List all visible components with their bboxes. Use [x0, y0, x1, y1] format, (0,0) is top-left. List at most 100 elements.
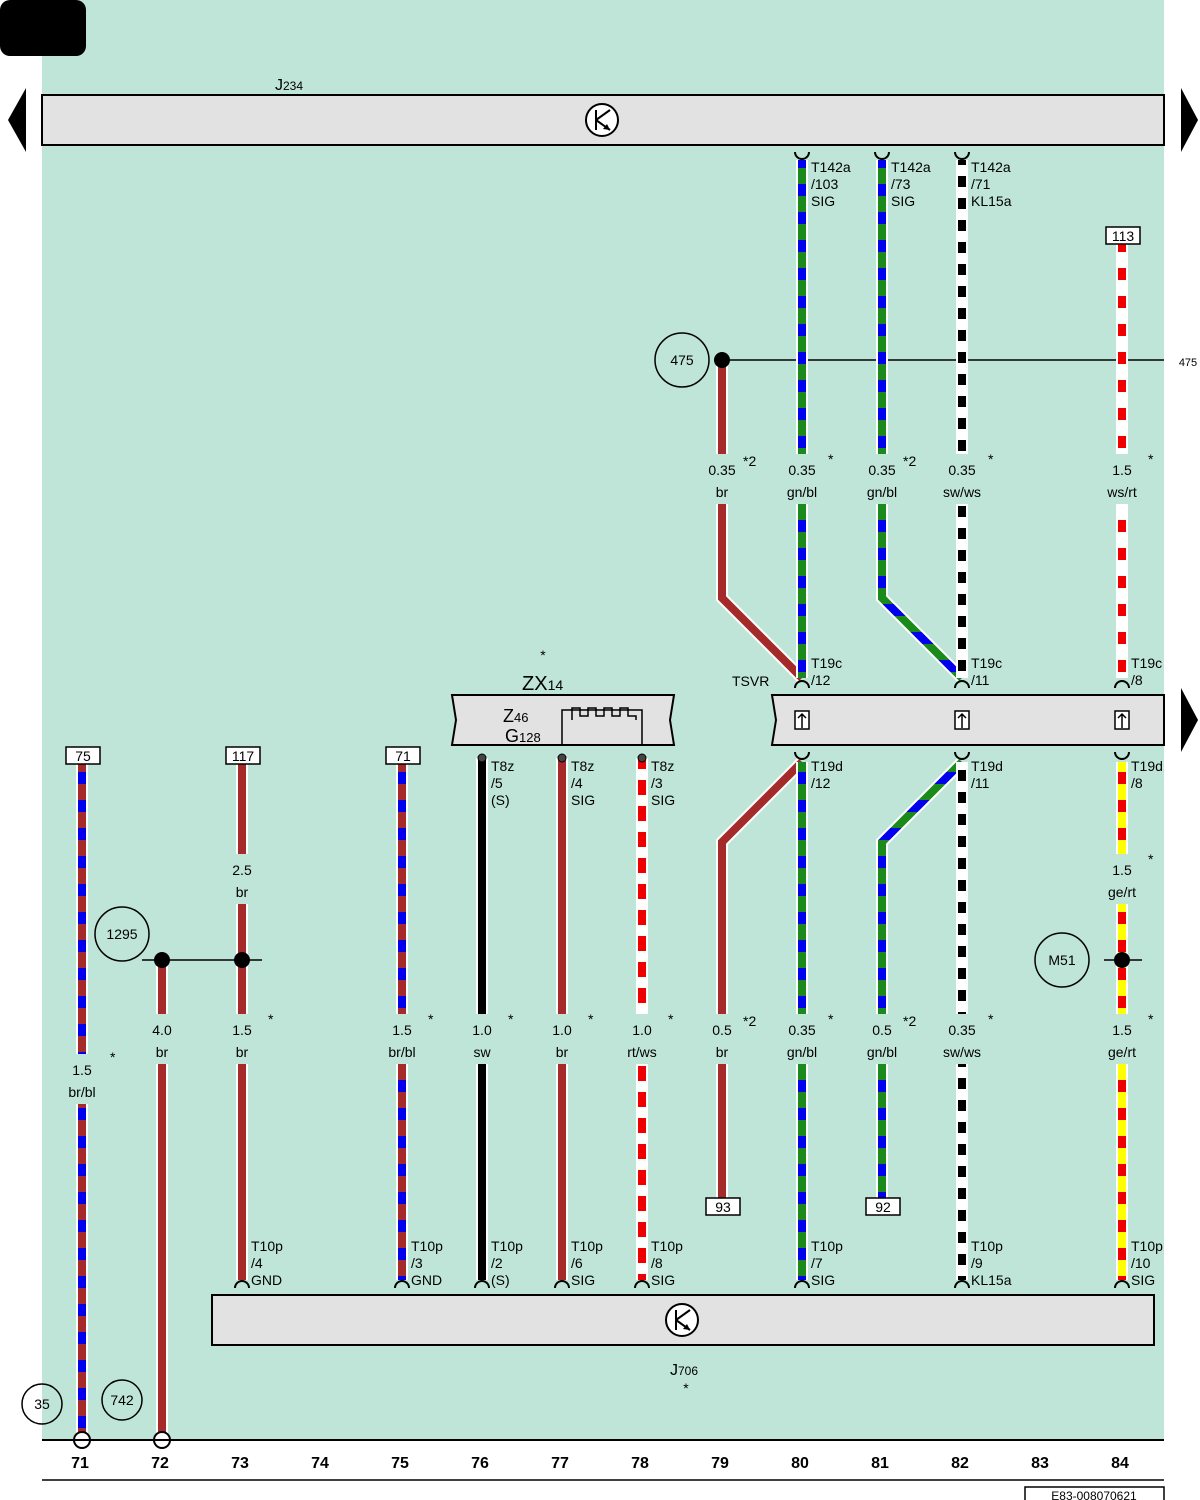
splice-dot	[1114, 952, 1130, 968]
wire-84a-color: ws/rt	[1106, 484, 1137, 500]
g128-label: G128	[505, 726, 541, 746]
ref-circle-1295[interactable]	[94, 906, 150, 962]
wire-79a-star: *2	[743, 453, 756, 469]
wire-80b-color: gn/bl	[787, 1044, 817, 1060]
ref-m51-label: M51	[1048, 952, 1075, 968]
wire-82a-color: sw/ws	[943, 484, 981, 500]
pin-t19c-8: T19c/8	[1131, 655, 1162, 688]
ref-box-75[interactable]: 75	[75, 748, 91, 764]
wire-82a-star: *	[988, 451, 994, 467]
doc-id: E83-008070621	[1051, 1489, 1137, 1500]
ref-box-117[interactable]: 117	[232, 748, 255, 764]
connector-socket-icon	[794, 710, 1130, 730]
heater-element-icon	[561, 707, 643, 745]
ref-circle-742[interactable]	[101, 1379, 143, 1421]
wire-80a-size: 0.35	[788, 462, 815, 478]
column-number: 81	[871, 1455, 889, 1472]
ref-475-edge: 475	[1179, 357, 1197, 369]
zx14-star: *	[540, 647, 546, 663]
wire-72-size: 4.0	[152, 1022, 172, 1038]
ref-circle-475[interactable]	[654, 332, 710, 388]
column-number: 79	[711, 1455, 729, 1472]
wire-79-lower-fill	[718, 759, 805, 1198]
triangle-right-icon[interactable]	[1181, 88, 1198, 152]
ref-boxes	[65, 226, 1141, 1216]
wire-76-color: sw	[473, 1044, 491, 1060]
pin-t8z-5: T8z/5(S)	[491, 758, 514, 808]
wire-78-size: 1.0	[632, 1022, 652, 1038]
z46-label: Z46	[503, 706, 528, 726]
ref-box-71[interactable]: 71	[395, 748, 411, 764]
zx14-label: ZX14	[522, 673, 563, 695]
ref-475-label: 475	[670, 352, 694, 368]
wire-78-star: *	[668, 1011, 674, 1027]
wire-82b-size: 0.35	[948, 1022, 975, 1038]
wire-73a-color: br	[236, 884, 249, 900]
column-number: 83	[1031, 1455, 1049, 1472]
wire-73b-color: br	[236, 1044, 249, 1060]
wire-77-star: *	[588, 1011, 594, 1027]
wire-labels: 1.5 br/bl * 4.0 br 2.5 br 1.5 br * 1.5 b…	[68, 451, 1154, 1100]
triangle-left-icon[interactable]	[8, 88, 26, 152]
column-number: 82	[951, 1455, 969, 1472]
wires	[76, 160, 1128, 1434]
wire-82b-star: *	[988, 1011, 994, 1027]
pin-t19d-8: T19d/8	[1131, 758, 1163, 791]
j706-star: *	[683, 1380, 689, 1396]
wire-80a-color: gn/bl	[787, 484, 817, 500]
j234-label: J234	[275, 77, 303, 94]
wire-84c-size: 1.5	[1112, 1022, 1132, 1038]
ref-circle-35[interactable]	[21, 1383, 63, 1425]
wire-72-color: br	[156, 1044, 169, 1060]
wire-81a-star: *2	[903, 453, 916, 469]
pin-arcs	[234, 151, 1130, 1289]
wire-82b-color: sw/ws	[943, 1044, 981, 1060]
ref-box-113[interactable]: 113	[1112, 228, 1135, 244]
pin-dot-icon	[637, 753, 647, 763]
wire-75-star: *	[428, 1011, 434, 1027]
wire-84c-star: *	[1148, 1011, 1154, 1027]
ref-box-93[interactable]: 93	[715, 1199, 731, 1215]
wire-77-color: br	[556, 1044, 569, 1060]
column-number: 77	[551, 1455, 569, 1472]
splice-dot	[154, 952, 170, 968]
doc-id-box	[1024, 1486, 1165, 1500]
page-tab	[0, 0, 86, 56]
wire-79b-star: *2	[743, 1013, 756, 1029]
column-number: 84	[1111, 1455, 1129, 1472]
zx14-box[interactable]	[450, 694, 676, 746]
ref-1295-label: 1295	[106, 926, 137, 942]
wire-81a-color: gn/bl	[867, 484, 897, 500]
wire-79b-color: br	[716, 1044, 729, 1060]
ref-742-label: 742	[110, 1392, 134, 1408]
ref-circle-m51[interactable]	[1034, 932, 1090, 988]
wire-84a-star: *	[1148, 451, 1154, 467]
wire-80b-star: *	[828, 1011, 834, 1027]
triangle-right-icon[interactable]	[1181, 688, 1198, 752]
wire-84b-size: 1.5	[1112, 862, 1132, 878]
pin-t19c-11: T19c/11	[971, 655, 1002, 688]
ref-box-92[interactable]: 92	[875, 1199, 891, 1215]
wire-82a-size: 0.35	[948, 462, 975, 478]
wire-81b-color: gn/bl	[867, 1044, 897, 1060]
wire-71-star: *	[110, 1049, 116, 1065]
column-number: 72	[151, 1455, 169, 1472]
pin-t19d-11: T19d/11	[971, 758, 1003, 791]
wire-79a-size: 0.35	[708, 462, 735, 478]
column-number: 75	[391, 1455, 409, 1472]
column-number: 74	[311, 1455, 329, 1472]
wire-76-star: *	[508, 1011, 514, 1027]
wire-79-upper-fill	[718, 360, 805, 681]
wire-79a-color: br	[716, 484, 729, 500]
wire-75-size: 1.5	[392, 1022, 412, 1038]
